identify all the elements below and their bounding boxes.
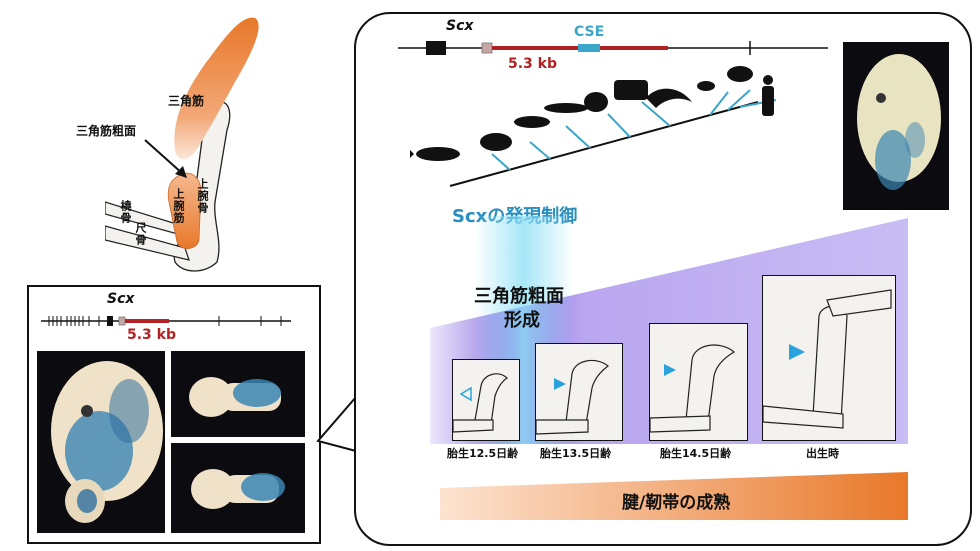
left-fragment-size: 5.3 kb bbox=[127, 327, 177, 343]
stage-label-e12-5: 胎生12.5日齢 bbox=[447, 447, 519, 460]
stage-box-birth bbox=[762, 275, 896, 441]
deltoid-label: 三角筋 bbox=[168, 94, 205, 108]
brachialis-label: 上腕筋 bbox=[172, 188, 185, 224]
blue-arrow-icon bbox=[664, 364, 676, 376]
stage-label-birth: 出生時 bbox=[806, 447, 839, 460]
cow-silhouette bbox=[614, 80, 648, 100]
deltoid-tuberosity-label: 三角筋粗面 bbox=[76, 124, 137, 138]
right-fragment-size: 5.3 kb bbox=[508, 56, 558, 72]
dolphin-silhouette bbox=[646, 88, 692, 108]
embryo-photo-right bbox=[843, 42, 949, 210]
salamander-silhouette bbox=[544, 103, 588, 113]
callout-pointer bbox=[316, 396, 357, 452]
left-gene-name: Scx bbox=[107, 291, 135, 307]
maturation-label: 腱/靭帯の成熟 bbox=[622, 493, 731, 513]
stage-label-e13-5: 胎生13.5日齢 bbox=[540, 447, 612, 460]
frog-silhouette bbox=[480, 133, 512, 151]
stage-box-e13-5 bbox=[535, 343, 623, 441]
cse-label: CSE bbox=[574, 24, 605, 40]
brachialis-muscle bbox=[167, 172, 202, 249]
maturation-gradient-bar bbox=[440, 472, 908, 520]
right-gene-name: Scx bbox=[446, 18, 474, 34]
stage-box-e14-5 bbox=[649, 323, 748, 441]
ulna-bone bbox=[105, 225, 190, 261]
embryo-photo-left bbox=[37, 351, 165, 533]
stage-box-e12-5 bbox=[452, 359, 520, 441]
ulna-label: 尺骨 bbox=[134, 222, 147, 246]
mouse-silhouette bbox=[697, 81, 715, 91]
left-reporter-panel: Scx 5.3 kb bbox=[27, 285, 321, 544]
radius-label: 橈骨 bbox=[119, 200, 132, 224]
humerus-label: 上腕骨 bbox=[196, 178, 209, 214]
arm-anatomy-illustration bbox=[105, 17, 259, 272]
limb-photo-bottom bbox=[171, 443, 305, 533]
formation-label-line1: 三角筋粗面 bbox=[474, 286, 564, 307]
bird-silhouette bbox=[584, 92, 608, 112]
human-silhouette-head bbox=[763, 75, 773, 85]
left-gene-map bbox=[41, 316, 291, 326]
stage-label-e14-5: 胎生14.5日齢 bbox=[660, 447, 732, 460]
formation-label-line2: 形成 bbox=[504, 310, 540, 331]
limb-photo-top bbox=[171, 351, 305, 437]
open-arrow-icon bbox=[459, 386, 472, 402]
tuberosity-arrow bbox=[144, 139, 184, 175]
rat-silhouette bbox=[727, 66, 753, 82]
right-gene-map bbox=[398, 41, 828, 55]
deltoid-muscle bbox=[174, 17, 259, 160]
blue-arrow-icon bbox=[789, 344, 805, 360]
lizard-silhouette bbox=[514, 116, 550, 128]
fish-silhouette bbox=[416, 147, 460, 161]
blue-arrow-icon bbox=[554, 378, 566, 390]
phylogeny-tree bbox=[410, 66, 777, 187]
